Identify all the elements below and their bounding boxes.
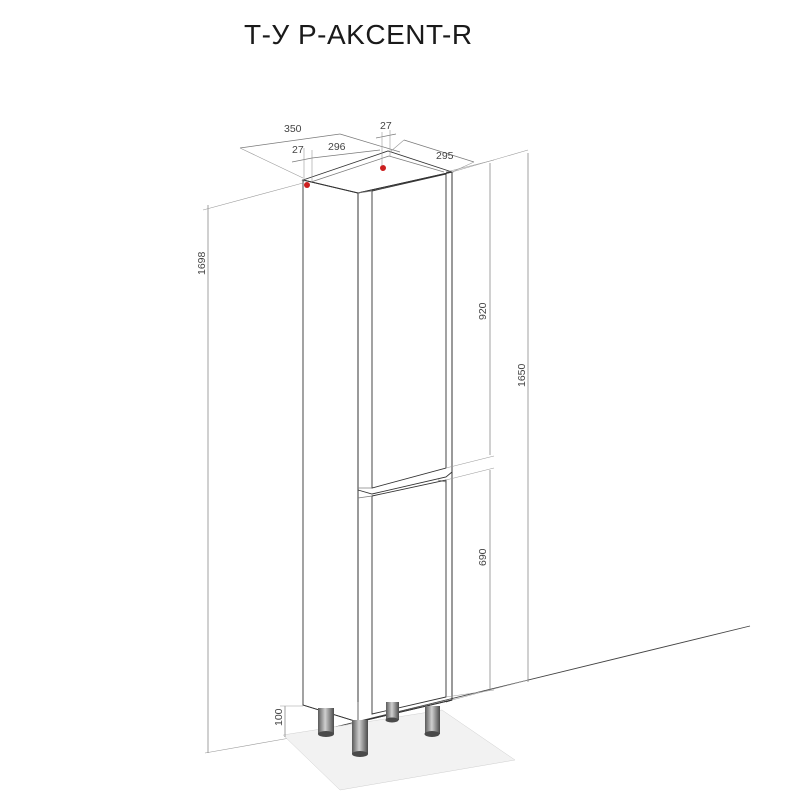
dim-label-lower-door: 690 — [477, 548, 489, 566]
floor-shadow — [282, 709, 516, 791]
top-dimensions — [239, 130, 475, 182]
dim-label-leg-height: 100 — [273, 708, 285, 726]
dim-label-panel-right: 27 — [380, 120, 392, 132]
drawing-title: Т-У P-AKCENT-R — [244, 19, 473, 50]
dim-label-total-height: 1698 — [196, 251, 208, 275]
hinge-marker-right — [380, 165, 386, 171]
dim-label-total-depth: 350 — [284, 123, 302, 135]
hinge-marker-left — [304, 182, 310, 188]
leg-front-right — [424, 706, 440, 737]
dim-label-inner-depth: 296 — [328, 141, 346, 153]
leg-front-left — [352, 720, 368, 757]
dim-label-upper-door: 920 — [477, 302, 489, 320]
dim-label-panel-left: 27 — [292, 144, 304, 156]
cabinet-legs — [318, 702, 440, 757]
dim-label-width: 295 — [436, 150, 454, 162]
height-dimensions — [202, 149, 529, 753]
wall-floor-line — [204, 625, 751, 754]
leg-back-right — [385, 702, 399, 723]
leg-back-left — [318, 708, 334, 737]
cabinet-body — [301, 150, 454, 723]
dim-label-body-height: 1650 — [516, 363, 528, 387]
